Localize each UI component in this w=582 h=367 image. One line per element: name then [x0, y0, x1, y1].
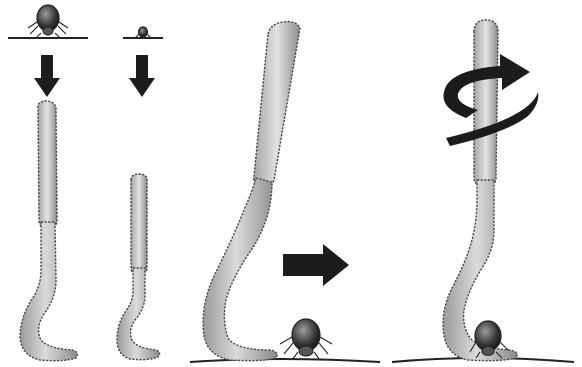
panel-1 — [8, 5, 88, 361]
down-arrow-icon — [129, 55, 155, 97]
small-tick-tool — [117, 174, 160, 360]
large-tick-tool — [20, 101, 77, 361]
small-tick-icon — [135, 27, 151, 38]
sliding-tool — [203, 22, 300, 361]
large-tick-icon — [28, 5, 68, 38]
skin-line — [190, 359, 380, 362]
panel-3 — [190, 22, 380, 362]
right-arrow-icon — [283, 244, 349, 286]
panel-4 — [392, 20, 574, 362]
attached-tick-icon — [280, 319, 332, 360]
down-arrow-icon — [34, 55, 60, 97]
panel-2 — [117, 27, 163, 360]
